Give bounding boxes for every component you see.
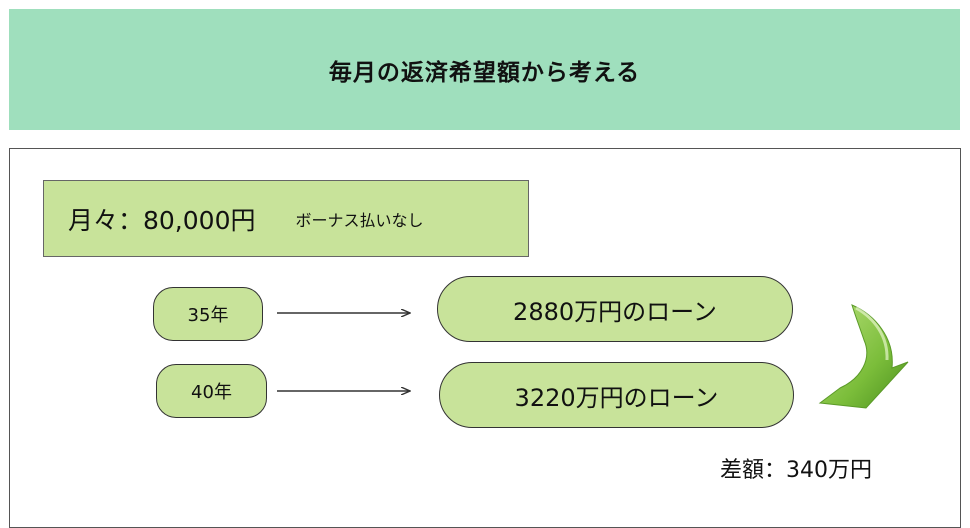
term-40-text: 40年 [191,382,232,403]
loan-3220-text: 3220万円のローン [514,383,719,412]
header-banner: 毎月の返済希望額から考える [9,9,960,130]
loan-2880-text: 2880万円のローン [513,297,717,326]
curved-down-arrow-icon [818,304,909,409]
loan-3220-box: 3220万円のローン [439,362,794,428]
difference-text: 差額：340万円 [720,458,872,483]
page-title: 毎月の返済希望額から考える [328,59,641,86]
term-35-text: 35年 [187,305,229,326]
bonus-note: ボーナス払いなし [295,210,424,230]
loan-2880-box: 2880万円のローン [437,276,793,342]
monthly-payment-amount: 月々：80,000円 [68,205,256,235]
diagram-connectors [277,304,909,409]
monthly-payment-box: 月々：80,000円 ボーナス払いなし [43,180,529,257]
term-35-label: 35年 [153,287,263,341]
term-40-label: 40年 [156,364,267,418]
